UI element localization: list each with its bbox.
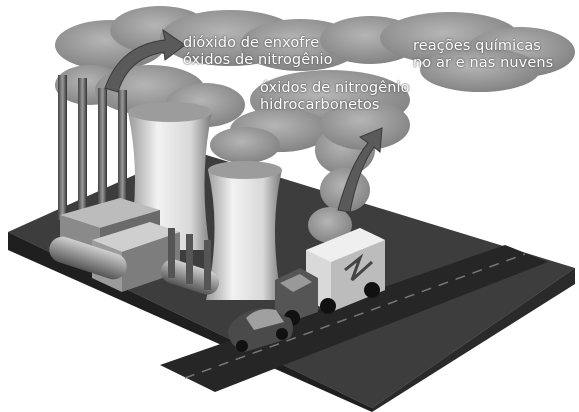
- smokestack: [58, 75, 127, 220]
- label-vehicle-emissions: óxidos de nitrogênio hidrocarbonetos: [260, 80, 410, 114]
- label-stack-emissions: dióxido de enxofre óxidos de nitrogênio: [183, 35, 333, 69]
- smoke-cloud: [55, 6, 575, 243]
- car: [228, 308, 293, 352]
- curved-arrow-icon: [104, 28, 383, 213]
- label-line: reações químicas: [413, 38, 541, 54]
- label-line: óxidos de nitrogênio: [183, 52, 333, 68]
- label-line: no ar e nas nuvens: [413, 55, 554, 71]
- factory-buildings: [49, 198, 220, 295]
- truck: [275, 228, 385, 326]
- label-line: dióxido de enxofre: [183, 35, 320, 51]
- label-reactions: reações químicas no ar e nas nuvens: [413, 38, 553, 72]
- label-line: óxidos de nitrogênio: [260, 80, 410, 96]
- label-line: hidrocarbonetos: [260, 97, 380, 113]
